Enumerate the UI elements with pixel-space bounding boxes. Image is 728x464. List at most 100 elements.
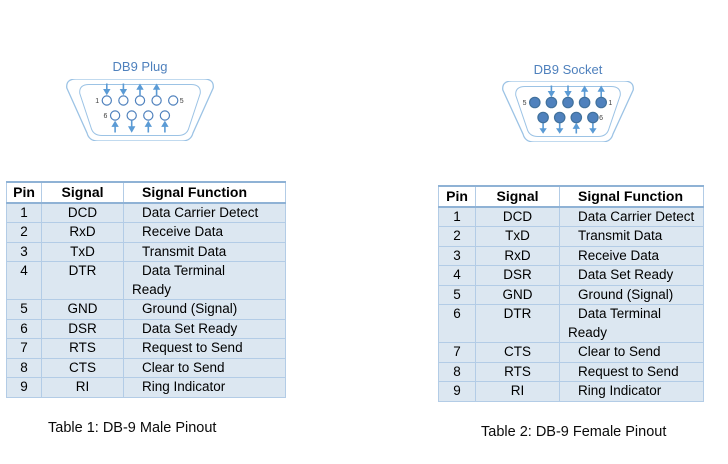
db9-socket-title: DB9 Socket — [533, 62, 603, 77]
column-header: Signal Function — [559, 185, 704, 208]
function-cell: Receive Data — [123, 222, 286, 243]
arrow-down-icon — [547, 91, 556, 98]
signal-cell: RxD — [41, 222, 124, 243]
pin-hole — [545, 96, 558, 109]
arrow-up-icon — [144, 120, 152, 127]
pin-cell: 6 — [6, 319, 42, 339]
pin-number-label: 5 — [523, 100, 527, 107]
pin-cell: 7 — [6, 338, 42, 359]
column-header: Pin — [438, 185, 476, 208]
signal-cell: GND — [41, 299, 124, 320]
pin-hole — [578, 96, 591, 109]
pin-cell: 5 — [438, 285, 476, 305]
pin-hole — [134, 95, 146, 106]
signal-cell: RTS — [475, 362, 560, 382]
column-header: Signal — [475, 185, 560, 208]
pin-hole — [118, 95, 129, 106]
pin-cell: 6 — [438, 304, 476, 343]
arrow-up-icon — [161, 120, 169, 127]
signal-cell: CTS — [41, 358, 124, 378]
pin-number-label: 5 — [180, 98, 184, 105]
pin-cell: 4 — [6, 261, 42, 300]
function-cell: Data Terminal Ready — [123, 261, 286, 300]
column-header: Pin — [6, 181, 42, 204]
signal-cell: TxD — [475, 226, 560, 247]
function-cell: Transmit Data — [123, 242, 286, 262]
function-cell: Data Terminal Ready — [559, 304, 704, 343]
function-cell: Data Carrier Detect — [123, 202, 286, 223]
pin-number-label: 6 — [599, 115, 603, 122]
pin-cell: 9 — [6, 377, 42, 398]
pin-cell: 5 — [6, 299, 42, 320]
arrow-down-icon — [128, 126, 136, 133]
arrow-down-icon — [564, 91, 572, 98]
pin-number-label: 1 — [95, 98, 99, 105]
pin-cell: 3 — [6, 242, 42, 262]
pin-hole — [109, 110, 121, 121]
pin-hole — [143, 110, 154, 121]
arrow-up-icon — [597, 85, 605, 92]
signal-cell: DSR — [475, 265, 560, 286]
pin-cell: 1 — [438, 206, 476, 227]
signal-cell: RTS — [41, 338, 124, 359]
pin-hole — [553, 111, 566, 124]
signal-cell: RI — [41, 377, 124, 398]
column-header: Signal — [41, 181, 124, 204]
pin-hole — [101, 95, 113, 106]
pin-hole — [528, 96, 541, 109]
pin-hole — [159, 110, 171, 121]
signal-cell: DCD — [41, 202, 124, 223]
function-cell: Request to Send — [123, 338, 286, 359]
function-cell: Data Carrier Detect — [559, 206, 704, 227]
arrow-up-icon — [152, 83, 161, 90]
function-cell: Ring Indicator — [559, 381, 704, 402]
pin-hole — [595, 96, 607, 109]
signal-cell: CTS — [475, 342, 560, 363]
db9-plug-title: DB9 Plug — [112, 59, 168, 74]
arrow-down-icon — [103, 89, 111, 96]
function-cell: Receive Data — [559, 246, 704, 266]
connector-inner-shell — [515, 86, 621, 137]
function-cell: Clear to Send — [559, 342, 704, 363]
pin-cell: 2 — [438, 226, 476, 247]
pin-cell: 3 — [438, 246, 476, 266]
arrow-down-icon — [119, 89, 128, 96]
pin-cell: 2 — [6, 222, 42, 243]
function-cell: Data Set Ready — [123, 319, 286, 339]
signal-cell: DTR — [41, 261, 124, 300]
function-cell: Ring Indicator — [123, 377, 286, 398]
pin-cell: 4 — [438, 265, 476, 286]
arrow-up-icon — [572, 122, 580, 129]
signal-cell: DCD — [475, 206, 560, 227]
signal-cell: TxD — [41, 242, 124, 262]
pin-hole — [562, 96, 574, 109]
table-1-caption: Table 1: DB-9 Male Pinout — [48, 420, 217, 436]
function-cell: Ground (Signal) — [123, 299, 286, 320]
function-cell: Transmit Data — [559, 226, 704, 247]
column-header: Signal Function — [123, 181, 286, 204]
signal-cell: DSR — [41, 319, 124, 339]
pin-cell: 9 — [438, 381, 476, 402]
pin-cell: 8 — [6, 358, 42, 378]
pin-cell: 8 — [438, 362, 476, 382]
